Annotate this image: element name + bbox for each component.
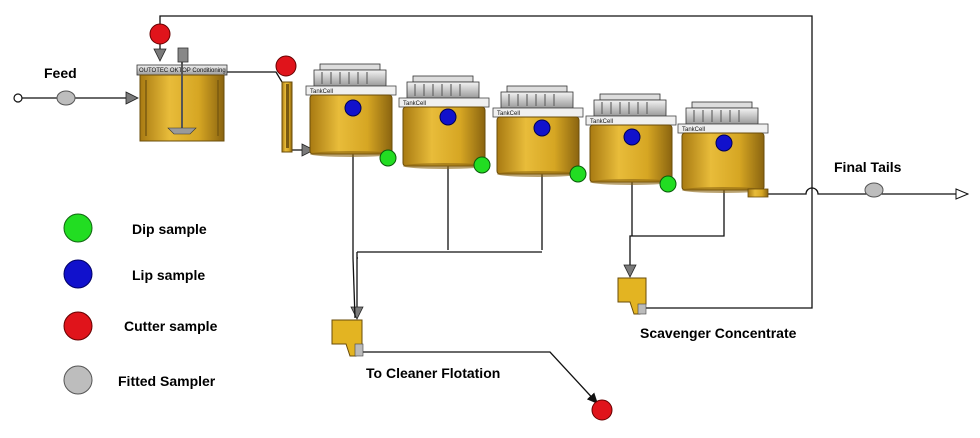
lip-sample-cell-4[interactable] (623, 128, 641, 146)
feed-terminal (13, 93, 23, 103)
dip-sample-cell-1[interactable] (379, 149, 397, 167)
lip-sample-cell-2[interactable] (439, 108, 457, 126)
final-tails-line (768, 187, 968, 194)
lip-sample-cell-1[interactable] (344, 99, 362, 117)
feed-label: Feed (44, 65, 77, 81)
lip-sample-cell-5[interactable] (715, 134, 733, 152)
flotation-cell-5[interactable]: TankCell (677, 101, 769, 193)
cleaner-line (362, 351, 599, 405)
legend-item-lip: Lip sample (63, 259, 205, 289)
flotation-cell-label: TankCell (682, 127, 705, 133)
flotation-cell-2[interactable]: TankCell (398, 75, 490, 169)
dip-sample-cell-3[interactable] (569, 165, 587, 183)
conditioner-to-cells-line (226, 71, 283, 83)
scavenger-concentrate-box[interactable] (617, 277, 647, 315)
concentrate-drop-2 (352, 257, 356, 319)
flotation-cell-label: TankCell (497, 111, 520, 117)
flotation-cell-label: TankCell (310, 89, 333, 95)
flotation-cell-label: TankCell (403, 101, 426, 107)
dip-sample-cell-2[interactable] (473, 156, 491, 174)
to-cleaner-flotation-label: To Cleaner Flotation (366, 365, 500, 381)
legend-label-dip: Dip sample (132, 221, 207, 237)
flotation-cell-4[interactable]: TankCell (585, 93, 677, 185)
legend-label-cutter: Cutter sample (124, 318, 218, 334)
cutter-sample-cleaner[interactable] (591, 399, 613, 421)
legend-item-cutter: Cutter sample (63, 311, 218, 341)
cutter-sample-cell-feed[interactable] (275, 55, 297, 77)
samplers (56, 23, 884, 421)
conditioner-tank[interactable]: OUTOTEC OKTOP Conditioning (136, 47, 228, 142)
legend-swatch-fitted (63, 365, 93, 395)
flotation-cell-label: TankCell (590, 119, 613, 125)
lip-sample-cell-3[interactable] (533, 119, 551, 137)
legend-swatch-dip (63, 213, 93, 243)
dip-sample-cell-4[interactable] (659, 175, 677, 193)
legend-swatch-lip (63, 259, 93, 289)
tails-box[interactable] (747, 188, 769, 198)
fitted-sampler-tails[interactable] (864, 182, 884, 198)
fitted-sampler-feed[interactable] (56, 90, 76, 106)
legend: Dip sample Lip sample Cutter sample Fitt… (63, 213, 218, 395)
scavenger-concentrate-label: Scavenger Concentrate (640, 325, 797, 341)
flotation-cell-1[interactable]: TankCell (305, 63, 397, 157)
flotation-cell-3[interactable]: TankCell (492, 85, 584, 177)
cutter-sample-recycle[interactable] (149, 23, 171, 45)
legend-swatch-cutter (63, 311, 93, 341)
feed-box[interactable] (281, 81, 293, 153)
legend-item-fitted: Fitted Sampler (63, 365, 216, 395)
legend-label-fitted: Fitted Sampler (118, 373, 216, 389)
legend-label-lip: Lip sample (132, 267, 205, 283)
final-tails-label: Final Tails (834, 159, 902, 175)
rougher-concentrate-box[interactable] (331, 319, 364, 357)
legend-item-dip: Dip sample (63, 213, 207, 243)
